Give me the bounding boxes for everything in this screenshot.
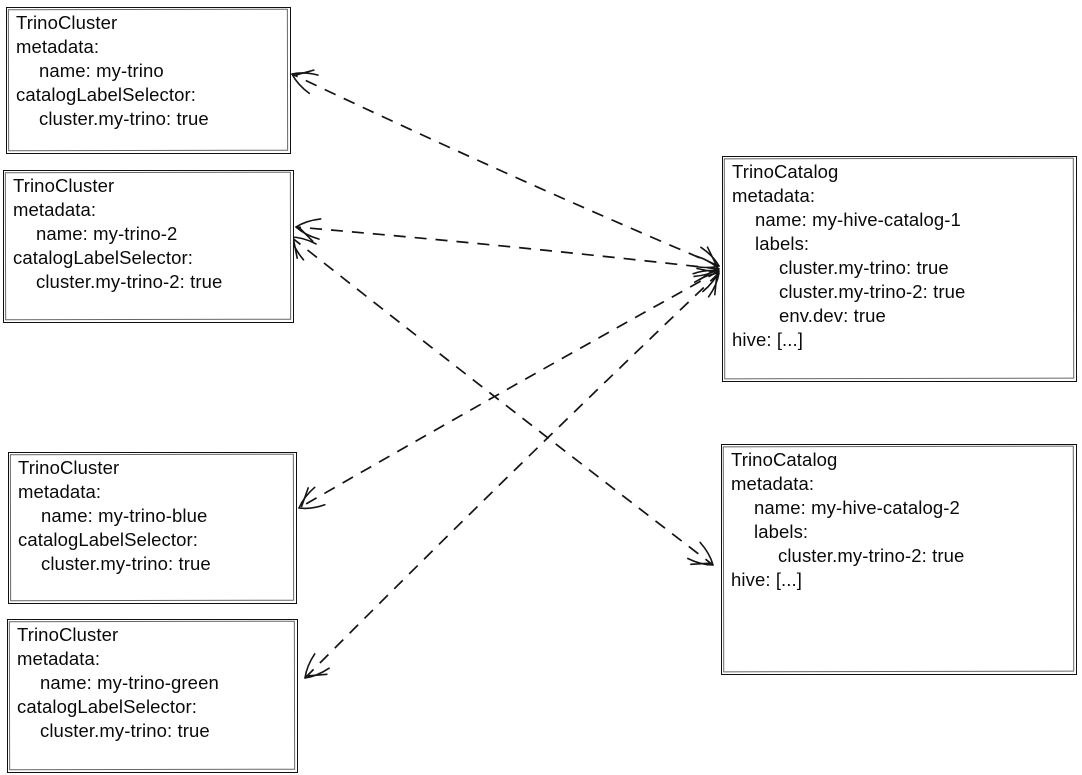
node-text-line: hive: [...] (731, 569, 803, 590)
node-text-line: name: my-hive-catalog-1 (755, 209, 961, 230)
node-text-line: catalogLabelSelector: (17, 696, 198, 717)
node-text-line: name: my-trino-2 (36, 223, 178, 244)
node-text-line: TrinoCluster (13, 175, 115, 196)
node-text-line: TrinoCatalog (731, 449, 838, 470)
edge-my-hive-catalog-1-to-my-trino-blue (298, 267, 720, 510)
node-text-line: metadata: (17, 648, 101, 669)
node-text-line: name: my-trino-blue (41, 505, 208, 526)
node-text-line: cluster.my-trino-2: true (778, 545, 965, 566)
node-text-line: cluster.my-trino-2: true (779, 281, 966, 302)
node-text-line: hive: [...] (732, 329, 804, 350)
edge-my-hive-catalog-1-to-my-trino-2 (295, 218, 720, 281)
node-trino-cluster-my-trino-green: TrinoCluster metadata: name: my-trino-gree… (7, 619, 298, 773)
node-text-line: metadata: (732, 185, 816, 206)
node-text-line: labels: (755, 233, 810, 254)
node-text-line: name: my-hive-catalog-2 (754, 497, 960, 518)
edge-my-hive-catalog-1-to-my-trino-green (304, 272, 720, 679)
node-trino-cluster-my-trino: TrinoCluster metadata: name: my-trino catal… (6, 7, 291, 154)
node-text-line: metadata: (16, 36, 100, 57)
node-text-line: cluster.my-trino: true (39, 108, 209, 129)
node-text-line: catalogLabelSelector: (13, 247, 194, 268)
node-text-line: cluster.my-trino: true (41, 553, 211, 574)
node-text-line: name: my-trino-green (40, 672, 219, 693)
node-text-line: name: my-trino (39, 60, 164, 81)
node-text-line: labels: (754, 521, 809, 542)
node-text-line: TrinoCluster (16, 12, 118, 33)
node-trino-catalog-my-hive-catalog-2: TrinoCatalog metadata: name: my-hive-catal… (721, 444, 1077, 675)
node-trino-catalog-my-hive-catalog-1: TrinoCatalog metadata: name: my-hive-catal… (722, 156, 1077, 382)
edge-my-hive-catalog-1-to-my-trino (291, 69, 720, 269)
node-text-line: TrinoCatalog (732, 161, 839, 182)
node-text-line: catalogLabelSelector: (16, 84, 197, 105)
node-text-line: TrinoCluster (18, 457, 120, 478)
node-text-line: cluster.my-trino: true (40, 720, 210, 741)
node-trino-cluster-my-trino-blue: TrinoCluster metadata: name: my-trino-blue… (8, 452, 297, 604)
node-text-line: env.dev: true (779, 305, 886, 326)
node-text-line: TrinoCluster (17, 624, 119, 645)
node-text-line: metadata: (18, 481, 102, 502)
node-trino-cluster-my-trino-2: TrinoCluster metadata: name: my-trino-2 cat… (3, 170, 294, 323)
node-text-line: catalogLabelSelector: (18, 529, 199, 550)
node-text-line: metadata: (731, 473, 815, 494)
node-text-line: metadata: (13, 199, 97, 220)
node-text-line: cluster.my-trino: true (779, 257, 949, 278)
edge-my-trino-2-to-my-hive-catalog-2 (290, 236, 714, 566)
node-text-line: cluster.my-trino-2: true (36, 271, 223, 292)
